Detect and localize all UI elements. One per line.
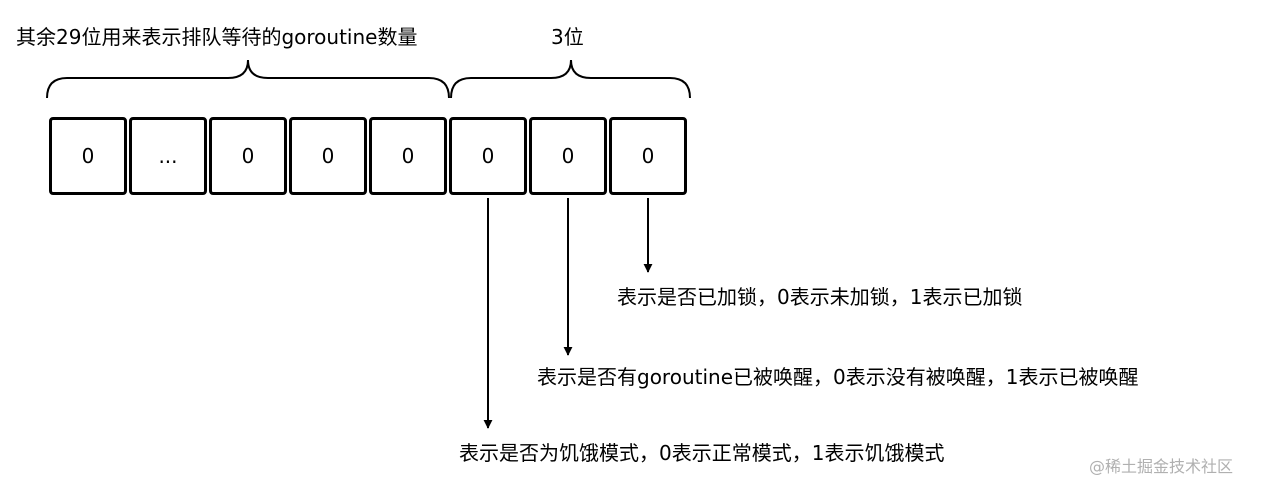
bit-cell-locked: 0: [609, 117, 687, 195]
left-curly-brace: [46, 59, 450, 99]
bit-cell-4: 0: [289, 117, 367, 195]
header-right-label: 3位: [551, 25, 584, 49]
woken-annotation: 表示是否有goroutine已被唤醒，0表示没有被唤醒，1表示已被唤醒: [537, 365, 1139, 389]
bit-cell-starving: 0: [449, 117, 527, 195]
watermark: @稀土掘金技术社区: [1089, 457, 1234, 476]
bit-cell-2: ...: [129, 117, 207, 195]
bit-cell-3: 0: [209, 117, 287, 195]
starving-annotation: 表示是否为饥饿模式，0表示正常模式，1表示饥饿模式: [459, 441, 945, 465]
locked-annotation: 表示是否已加锁，0表示未加锁，1表示已加锁: [617, 285, 1023, 309]
header-left-label: 其余29位用来表示排队等待的goroutine数量: [16, 25, 418, 49]
right-curly-brace: [450, 59, 691, 99]
bit-cell-woken: 0: [529, 117, 607, 195]
bit-cell-1: 0: [49, 117, 127, 195]
bit-cell-5: 0: [369, 117, 447, 195]
